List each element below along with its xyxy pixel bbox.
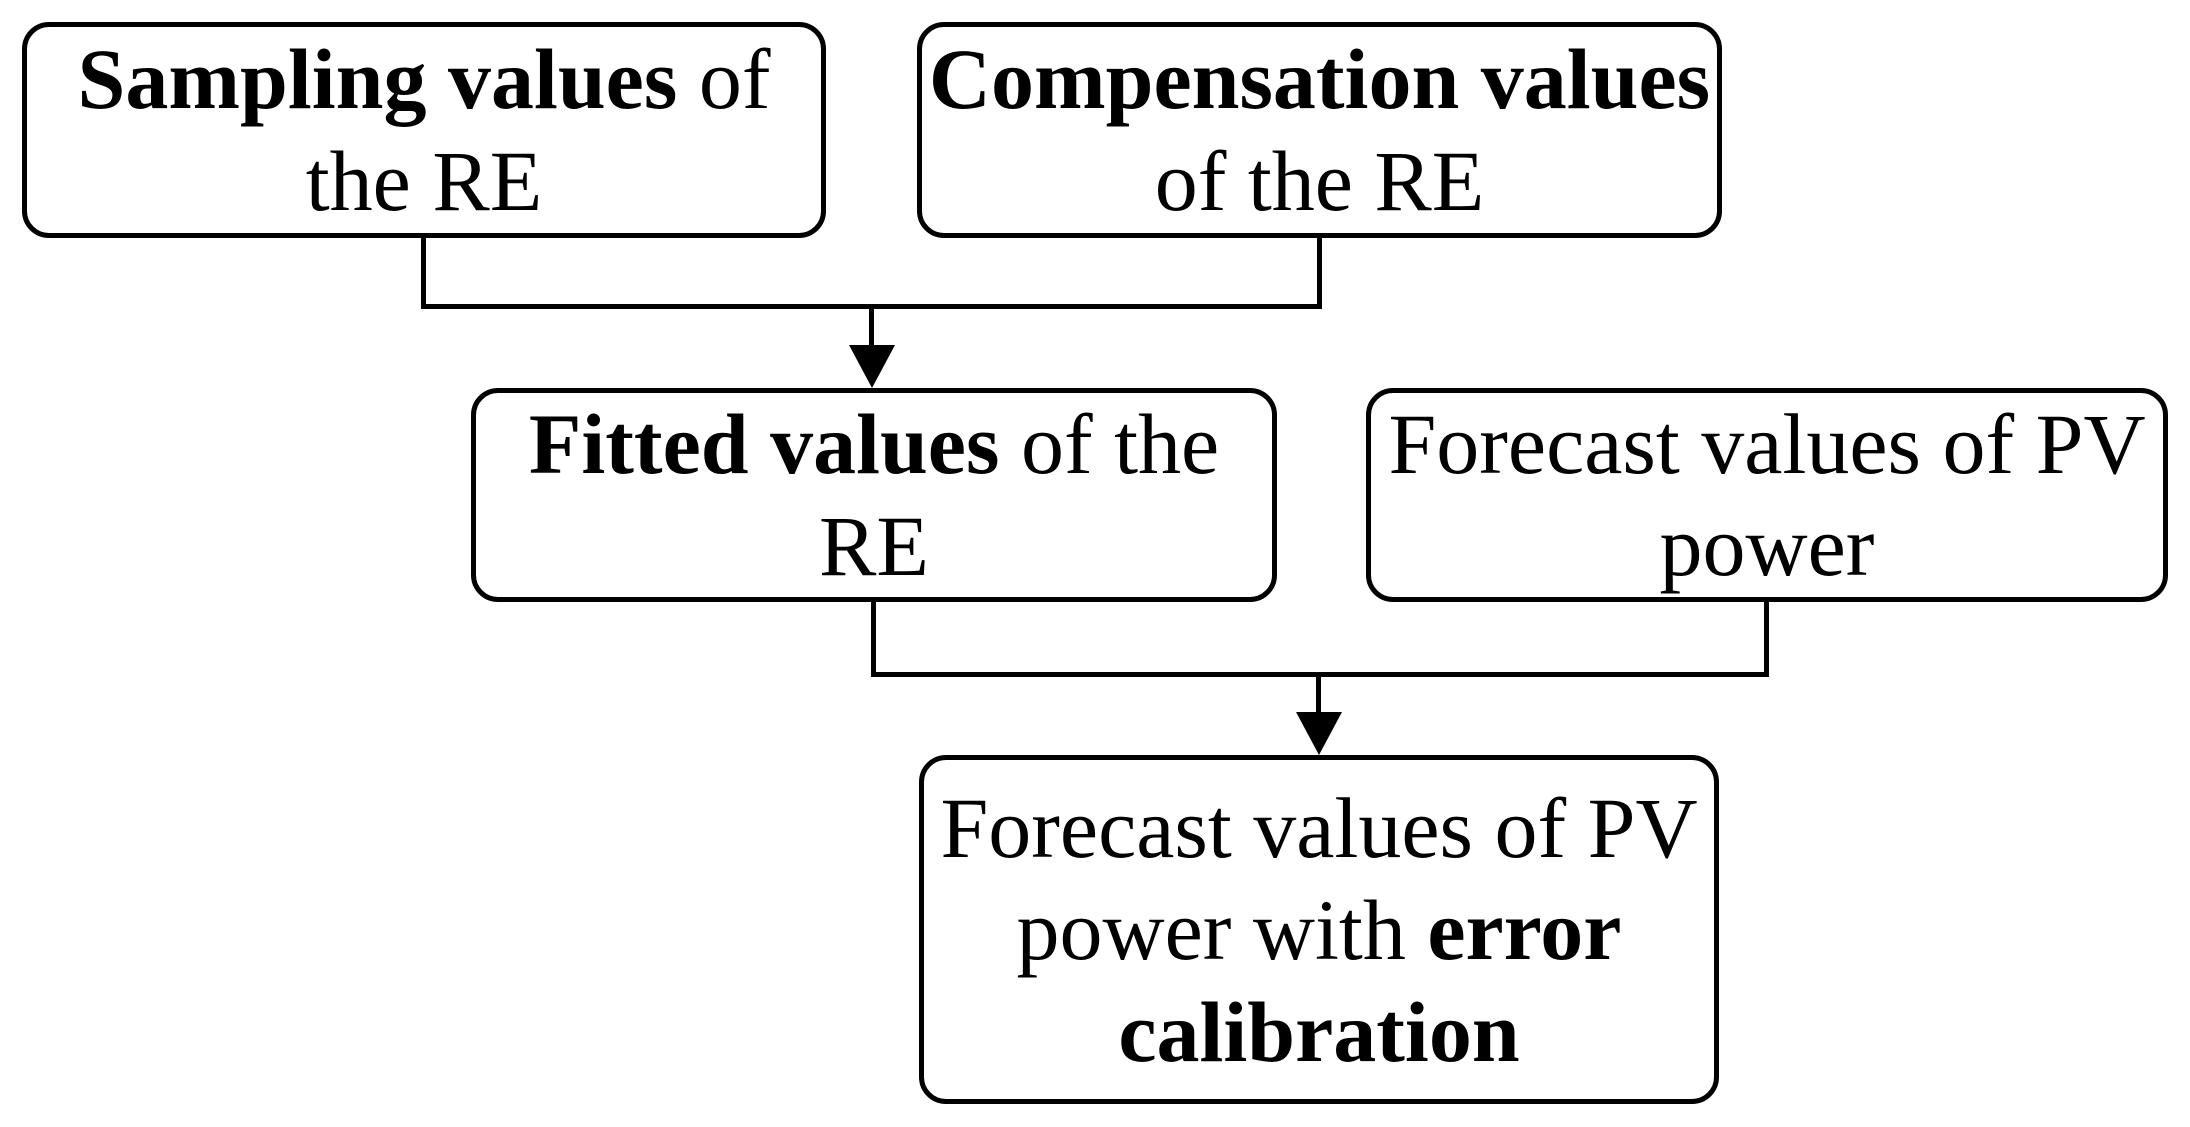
node-label-line: Fitted values of the [529, 393, 1219, 495]
connector1-arrow-stem [869, 304, 874, 350]
node-label-line: the RE [306, 130, 542, 232]
node-compensation-values: Compensation values of the RE [917, 22, 1722, 238]
connector2-arrowhead-icon [1296, 712, 1342, 755]
node-label-segment: of the [999, 396, 1220, 492]
node-label-segment: calibration [1118, 983, 1520, 1080]
node-label-line: RE [819, 495, 929, 597]
node-forecast-error-calibration: Forecast values of PV power with error c… [919, 755, 1719, 1104]
node-label-line: power with error [1017, 879, 1622, 981]
connector2-arrow-stem [1316, 672, 1321, 717]
node-label-segment: Compensation values [928, 31, 1711, 127]
connector2-stem-left [871, 602, 876, 677]
node-label-segment: Fitted values [528, 396, 1000, 492]
node-label-line: of the RE [1155, 130, 1485, 232]
node-label-segment: Forecast values of PV [940, 779, 1698, 876]
node-label-segment: Sampling values [77, 31, 678, 127]
node-fitted-values: Fitted values of the RE [471, 388, 1277, 602]
node-forecast-pv-power: Forecast values of PV power [1366, 388, 2168, 602]
connector1-arrowhead-icon [849, 345, 895, 388]
node-label-segment: Forecast values of PV [1388, 396, 2146, 492]
node-label-line: Forecast values of PV [940, 777, 1697, 879]
connector1-stem-right [1317, 238, 1322, 309]
connector2-stem-right [1764, 602, 1769, 677]
node-label-segment: of [677, 31, 771, 127]
node-label-segment: error [1427, 881, 1622, 978]
node-label-segment: power [1659, 498, 1875, 594]
node-label-line: Forecast values of PV [1388, 393, 2145, 495]
node-label-segment: RE [819, 498, 929, 594]
node-sampling-values: Sampling values of the RE [22, 22, 826, 238]
node-label-line: calibration [1118, 981, 1519, 1083]
connector1-stem-left [421, 238, 426, 309]
node-label-segment: power with [1016, 881, 1428, 978]
node-label-segment: of the RE [1154, 133, 1485, 229]
node-label-line: Compensation values [929, 28, 1710, 130]
node-label-segment: the RE [305, 133, 543, 229]
node-label-line: power [1660, 495, 1875, 597]
node-label-line: Sampling values of [78, 28, 771, 130]
